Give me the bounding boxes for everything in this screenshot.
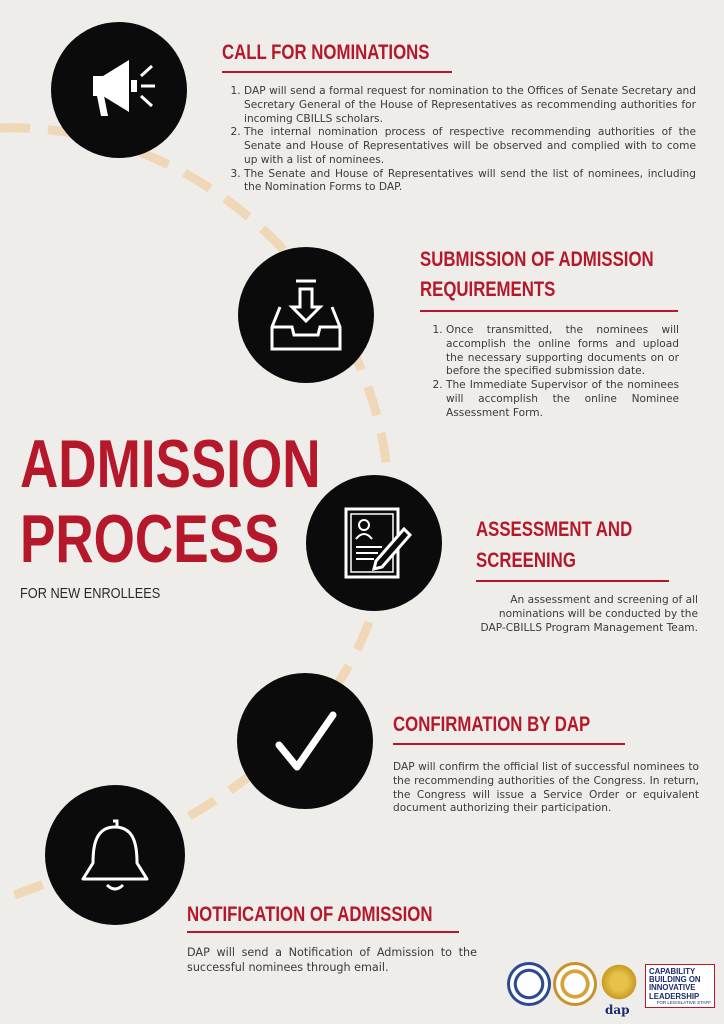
- page-subtitle: FOR NEW ENROLLEES: [20, 585, 161, 602]
- bell-icon: [81, 819, 149, 891]
- step2-item: Once transmitted, the nominees will acco…: [446, 324, 679, 379]
- cbills-tagline: FOR LEGISLATIVE STAFF: [656, 999, 711, 1005]
- step5-heading: NOTIFICATION OF ADMISSION: [187, 903, 433, 926]
- dap-logo: [599, 962, 639, 1002]
- step4-rule: [393, 743, 625, 745]
- step2-body: Once transmitted, the nominees will acco…: [432, 324, 679, 420]
- document-circle: [306, 475, 442, 611]
- cbills-line: BUILDING ON: [649, 975, 701, 985]
- step1-rule: [222, 71, 452, 73]
- inbox-circle: [238, 247, 374, 383]
- checkmark-circle: [237, 673, 373, 809]
- step1-item: DAP will send a formal request for nomin…: [244, 85, 696, 126]
- inbox-download-icon: [270, 279, 342, 351]
- page-title-line1: ADMISSION: [20, 426, 321, 502]
- step4-heading: CONFIRMATION BY DAP: [393, 713, 591, 736]
- bell-circle: [45, 785, 185, 925]
- step5-rule: [187, 931, 459, 933]
- cbills-line: LEADERSHIP: [649, 991, 700, 1001]
- cbills-logo: CAPABILITY BUILDING ON INNOVATIVE LEADER…: [645, 964, 715, 1008]
- megaphone-icon: [93, 60, 155, 116]
- page-title-line2: PROCESS: [20, 501, 280, 577]
- step1-body: DAP will send a formal request for nomin…: [230, 85, 696, 195]
- step5-body: DAP will send a Notification of Admissio…: [187, 946, 477, 974]
- checkmark-icon: [275, 711, 337, 771]
- step1-item: The Senate and House of Representatives …: [244, 168, 696, 196]
- house-seal-logo: [507, 962, 551, 1006]
- cbills-line: INNOVATIVE: [649, 983, 696, 993]
- step2-heading-line1: SUBMISSION OF ADMISSION: [420, 248, 654, 271]
- step3-heading-line1: ASSESSMENT AND: [476, 518, 633, 541]
- document-pen-icon: [344, 507, 413, 579]
- step2-item: The Immediate Supervisor of the nominees…: [446, 379, 679, 420]
- step3-heading-line2: SCREENING: [476, 549, 576, 572]
- dap-logo-text: dap: [605, 1003, 630, 1017]
- step2-rule: [420, 310, 678, 312]
- senate-seal-logo: [553, 962, 597, 1006]
- step1-heading: CALL FOR NOMINATIONS: [222, 41, 430, 64]
- step3-body: An assessment and screening of all nomin…: [480, 594, 698, 634]
- step1-item: The internal nomination process of respe…: [244, 126, 696, 167]
- step2-heading-line2: REQUIREMENTS: [420, 278, 556, 301]
- cbills-line: CAPABILITY: [649, 967, 696, 976]
- megaphone-circle: [51, 22, 187, 158]
- step3-rule: [476, 580, 669, 582]
- step4-body: DAP will confirm the official list of su…: [393, 761, 699, 815]
